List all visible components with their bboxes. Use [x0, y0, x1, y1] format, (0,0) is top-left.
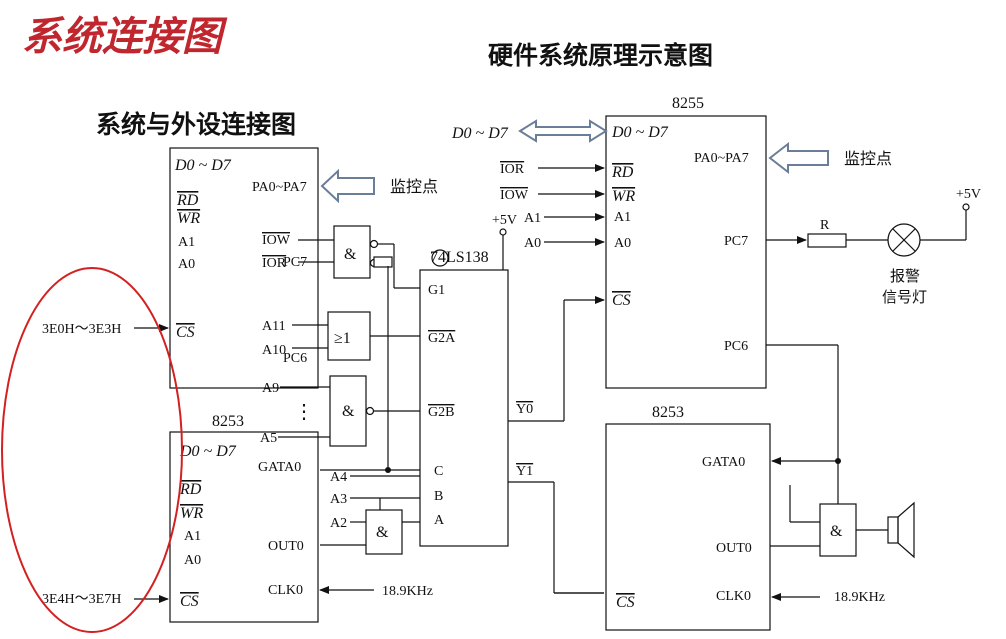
right-8253-chip [605, 423, 771, 631]
left-8253-a1-pin: A1 [184, 529, 201, 544]
right-8253-clk0-pin: CLK0 [716, 589, 751, 604]
resistor-label: R [820, 218, 830, 233]
alarm-lamp-label-line1: 报警 [890, 267, 920, 285]
a2-signal: A2 [330, 516, 347, 531]
right-8253-cs-pin: CS [616, 594, 635, 611]
right-8255-cs-pin: CS [612, 292, 631, 309]
iow-signal: IOW [262, 233, 291, 248]
left-8253-data-pins: D0 ~ D7 [179, 443, 237, 460]
right-8255-pa-port: PA0~PA7 [694, 151, 749, 166]
left-8253-cs-pin: CS [180, 593, 199, 610]
left-8253-chip [169, 431, 319, 623]
and-gate-3-symbol: & [376, 524, 389, 541]
right-8255-title: 8255 [672, 95, 704, 112]
right-8255-chip [605, 115, 767, 389]
a3-signal: A3 [330, 492, 347, 507]
decoder-b-pin: B [434, 489, 443, 504]
principle-title: 硬件系统原理示意图 [488, 41, 713, 70]
decoder-a-pin: A [434, 513, 445, 528]
signal-ellipsis: ⋮ [294, 401, 314, 423]
data-bus-arrow-icon [518, 119, 608, 143]
left-8253-out0-pin: OUT0 [268, 539, 304, 554]
external-data-pins: D0 ~ D7 [451, 125, 509, 142]
right-8255-pc7-pin: PC7 [724, 234, 748, 249]
decoder-g1-pin: G1 [428, 283, 445, 298]
left-8255-address-range: 3E0H～3E3H [42, 322, 121, 337]
alarm-lamp-label-line2: 信号灯 [882, 288, 927, 306]
left-8255-a0-pin: A0 [178, 257, 195, 272]
decoder-vcc: +5V [492, 213, 517, 228]
left-8255-cs-pin: CS [176, 324, 195, 341]
left-8255-pa-port: PA0~PA7 [252, 180, 307, 195]
left-8255-rd-pin: RD [176, 192, 199, 209]
right-8253-title: 8253 [652, 404, 684, 421]
left-8253-clk0-pin: CLK0 [268, 583, 303, 598]
left-8255-a1-pin: A1 [178, 235, 195, 250]
left-8255-pc6-pin: PC6 [283, 351, 307, 366]
left-8253-address-range: 3E4H～3E7H [42, 592, 121, 607]
external-iow-signal: IOW [500, 188, 529, 203]
right-8255-wr-pin: WR [612, 188, 635, 205]
left-8253-title: 8253 [212, 413, 244, 430]
right-8255-a1-pin: A1 [614, 210, 631, 225]
or-gate [327, 311, 371, 361]
right-8255-rd-pin: RD [611, 164, 634, 181]
left-clock-frequency: 18.9KHz [382, 584, 433, 599]
decoder-c-pin: C [434, 464, 443, 479]
left-8255-data-pins: D0 ~ D7 [174, 157, 232, 174]
decoder-name: 74LS138 [430, 249, 489, 266]
left-monitor-label: 监控点 [390, 177, 438, 196]
decoder-g2a-pin: G2A [428, 331, 456, 346]
decoder-g2b-pin: G2B [428, 405, 454, 420]
left-8253-wr-pin: WR [180, 505, 203, 522]
ior-signal: IOR [262, 256, 287, 271]
external-a0-signal: A0 [524, 236, 541, 251]
highlight-ellipse [1, 267, 183, 633]
right-8253-out0-pin: OUT0 [716, 541, 752, 556]
and-gate-1-symbol: & [344, 246, 357, 263]
connection-title: 系统与外设连接图 [96, 110, 296, 139]
right-monitor-label: 监控点 [844, 149, 892, 168]
a10-signal: A10 [262, 343, 286, 358]
main-title: 系统连接图 [22, 14, 228, 59]
or-gate-symbol: ≥1 [334, 330, 351, 347]
decoder-y0-pin: Y0 [516, 402, 533, 417]
left-monitor-arrow-icon [320, 168, 375, 204]
right-8255-a0-pin: A0 [614, 236, 631, 251]
left-8253-gata0-pin: GATA0 [258, 460, 301, 475]
speaker-icon [887, 516, 899, 544]
right-clock-frequency: 18.9KHz [834, 590, 885, 605]
left-8255-wr-pin: WR [177, 210, 200, 227]
and-gate-2 [329, 375, 367, 447]
external-ior-signal: IOR [500, 162, 525, 177]
a4-signal: A4 [330, 470, 347, 485]
decoder-y1-pin: Y1 [516, 464, 533, 479]
right-monitor-arrow-icon [768, 141, 829, 175]
resistor-r [807, 233, 847, 248]
and-gate-right [819, 503, 857, 557]
left-8255-pc7-pin: PC7 [283, 255, 307, 270]
alarm-supply-voltage: +5V [956, 187, 981, 202]
right-8255-data-pins: D0 ~ D7 [611, 124, 669, 141]
a5-signal: A5 [260, 431, 277, 446]
right-8255-pc6-pin: PC6 [724, 339, 748, 354]
and-gate-1 [333, 225, 371, 279]
decoder-74ls138 [419, 269, 509, 547]
and-gate-right-symbol: & [830, 523, 843, 540]
external-a1-signal: A1 [524, 211, 541, 226]
left-8253-a0-pin: A0 [184, 553, 201, 568]
and-gate-3 [365, 509, 403, 555]
left-8253-rd-pin: RD [179, 481, 202, 498]
right-8253-gata0-pin: GATA0 [702, 455, 745, 470]
and-gate-2-symbol: & [342, 403, 355, 420]
a11-signal: A11 [262, 319, 286, 334]
a9-signal: A9 [262, 381, 279, 396]
